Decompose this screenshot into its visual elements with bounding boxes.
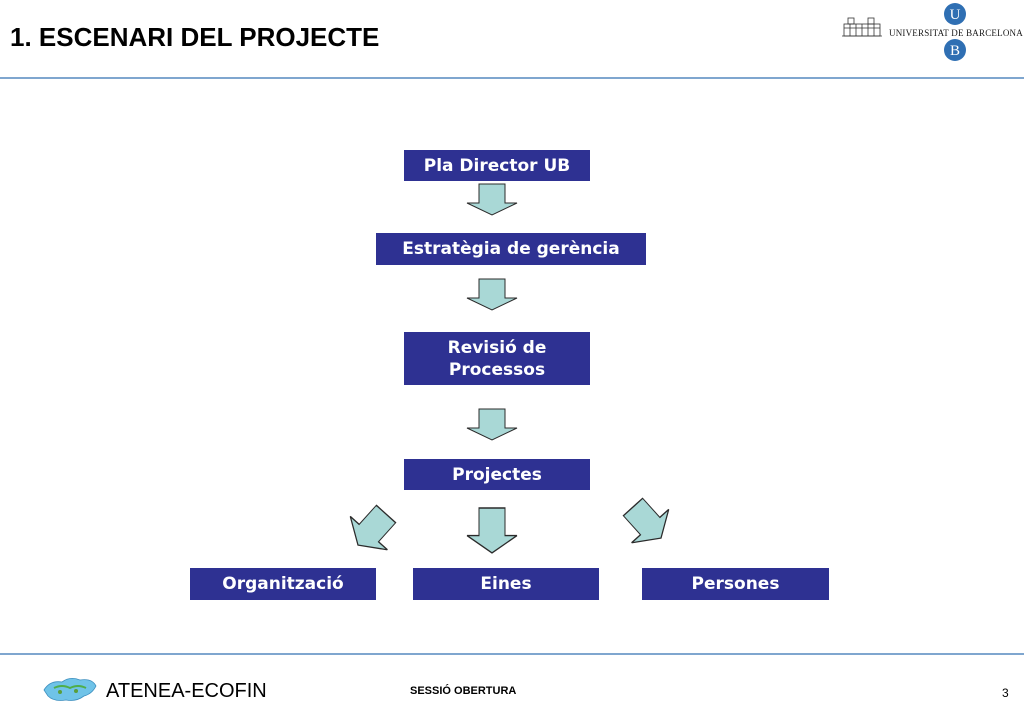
page-number: 3 [1002, 686, 1009, 700]
arrow-down-icon [466, 278, 518, 311]
step-projectes: Projectes [404, 459, 590, 490]
step-estrategia: Estratègia de gerència [376, 233, 646, 265]
arrow-down-icon [466, 507, 518, 554]
arrow-down-right-icon [613, 489, 681, 556]
building-icon: U B [842, 3, 966, 61]
header-divider [0, 77, 1024, 79]
logo-letter-u: U [950, 7, 961, 23]
outcome-eines: Eines [413, 568, 599, 600]
arrow-down-icon [466, 183, 518, 216]
outcome-persones: Persones [642, 568, 829, 600]
page-title: 1. ESCENARI DEL PROJECTE [10, 22, 380, 52]
university-name: UNIVERSITAT DE BARCELONA [889, 28, 1023, 38]
footer-divider [0, 653, 1024, 655]
outcome-organitzacio: Organització [190, 568, 376, 600]
step-pla-director: Pla Director UB [404, 150, 590, 181]
footer-session: SESSIÓ OBERTURA [410, 685, 517, 697]
arrow-down-icon [466, 408, 518, 441]
university-logo: U B [840, 2, 1024, 68]
arrow-down-left-icon [338, 496, 406, 563]
footer-brand: ATENEA-ECOFIN [106, 680, 267, 702]
atenea-map-icon [40, 672, 100, 706]
step-revisio-processos: Revisió de Processos [404, 332, 590, 385]
logo-letter-b: B [950, 43, 960, 59]
